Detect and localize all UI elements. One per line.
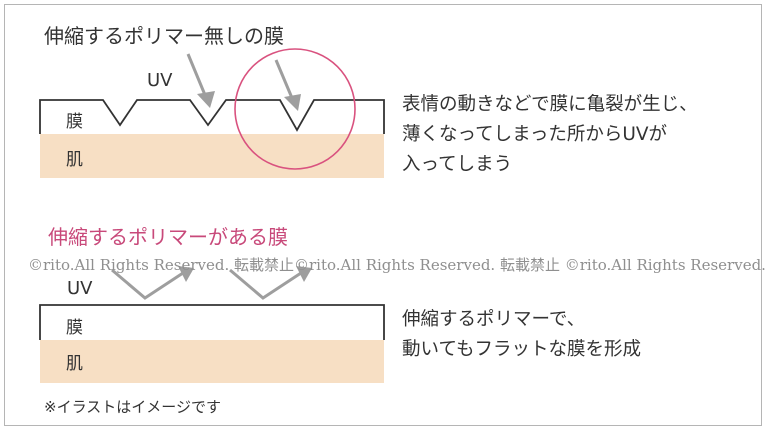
section1-description-line: 薄くなってしまった所からUVが [402, 124, 668, 145]
copyright-watermark: ©rito.All Rights Reserved. 転載禁止©rito.All… [28, 256, 766, 274]
section2-description: 伸縮するポリマーで、 動いてもフラットな膜を形成 [402, 305, 641, 365]
skin-layer-1 [40, 134, 384, 178]
section2-title: 伸縮するポリマーがある膜 [48, 225, 288, 249]
uv-label-2: UV [67, 278, 93, 299]
membrane-label-2: 膜 [66, 318, 83, 338]
section1-description: 表情の動きなどで膜に亀裂が生じ、 薄くなってしまった所からUVが 入ってしまう [402, 90, 698, 180]
illustration-note: ※イラストはイメージです [44, 398, 221, 416]
section2-description-line: 伸縮するポリマーで、 [402, 309, 586, 330]
uv-reflect-arrow-2 [229, 266, 312, 300]
section1-description-line: 入ってしまう [402, 154, 513, 175]
membrane-label-1: 膜 [66, 112, 83, 132]
crack-highlight-circle [234, 48, 356, 170]
membrane-cracked [39, 99, 385, 134]
uv-reflect-arrow-1 [111, 266, 194, 300]
section2-description-line: 動いてもフラットな膜を形成 [402, 339, 642, 360]
skin-layer-2 [40, 340, 384, 383]
uv-arrow-1 [186, 53, 215, 108]
membrane-flat [39, 304, 385, 340]
uv-label-1: UV [147, 70, 173, 91]
uv-arrow-2 [274, 59, 301, 111]
skin-label-2: 肌 [66, 354, 83, 374]
section1-title: 伸縮するポリマー無しの膜 [44, 24, 284, 48]
section1-description-line: 表情の動きなどで膜に亀裂が生じ、 [402, 94, 698, 115]
skin-label-1: 肌 [66, 150, 83, 170]
